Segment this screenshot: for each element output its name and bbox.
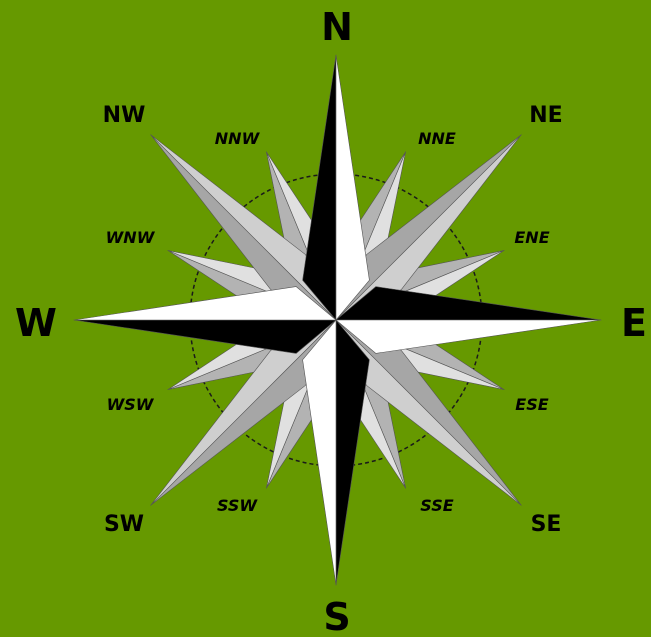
label-nw: NW bbox=[103, 103, 146, 128]
label-ssw: SSW bbox=[217, 496, 258, 515]
label-ese: ESE bbox=[515, 395, 548, 414]
label-wnw: WNW bbox=[106, 228, 156, 247]
label-wsw: WSW bbox=[107, 395, 155, 414]
label-sw: SW bbox=[104, 512, 144, 537]
label-nnw: NNW bbox=[215, 129, 261, 148]
label-se: SE bbox=[531, 512, 562, 537]
label-w: W bbox=[15, 301, 57, 345]
label-sse: SSE bbox=[420, 496, 453, 515]
label-s: S bbox=[323, 595, 350, 637]
label-e: E bbox=[621, 301, 647, 345]
label-n: N bbox=[321, 5, 353, 49]
label-nne: NNE bbox=[418, 129, 456, 148]
label-ne: NE bbox=[529, 103, 562, 128]
label-ene: ENE bbox=[514, 228, 549, 247]
